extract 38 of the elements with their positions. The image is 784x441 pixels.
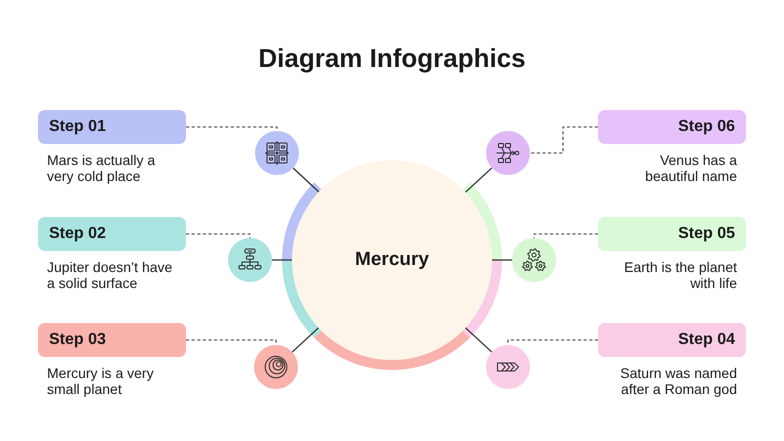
connector-line — [465, 327, 492, 353]
step-header — [598, 110, 746, 144]
dashed-connector — [186, 233, 251, 238]
connector-line — [492, 259, 512, 261]
step-header — [38, 110, 186, 144]
icon-circle — [228, 238, 272, 282]
center-label: Mercury — [354, 248, 430, 272]
step-header — [38, 323, 186, 357]
icon-circle — [486, 345, 530, 389]
step-description: Mars is actually a very cold place — [47, 152, 156, 184]
dashed-connector — [533, 233, 598, 238]
step-description: Jupiter doesn’t have a solid surface — [47, 259, 174, 291]
step-header — [598, 217, 746, 251]
step-title: Step 06 — [678, 117, 735, 137]
step-header — [598, 323, 746, 357]
step-description: Saturn was named after a Roman god — [619, 365, 737, 397]
icon-circle — [486, 131, 530, 175]
step-description: Venus has a beautiful name — [644, 152, 737, 184]
dashed-connector — [186, 126, 278, 131]
connector-line — [292, 327, 319, 353]
dashed-connector — [530, 126, 598, 154]
step-title: Step 02 — [49, 224, 106, 244]
dashed-connector — [186, 339, 277, 345]
step-description: Earth is the planet with life — [623, 259, 737, 291]
step-title: Step 04 — [678, 330, 735, 350]
step-description: Mercury is a very small planet — [47, 365, 155, 397]
icon-circle — [512, 238, 556, 282]
step-title: Step 01 — [49, 117, 106, 137]
connector-line — [272, 259, 292, 261]
connector-line — [292, 168, 320, 192]
icon-circle — [255, 131, 299, 175]
step-header — [38, 217, 186, 251]
icon-circle — [254, 345, 298, 389]
step-title: Step 03 — [49, 330, 106, 350]
title: Diagram Infographics — [257, 42, 527, 74]
dashed-connector — [507, 339, 598, 345]
connector-line — [465, 167, 492, 193]
step-title: Step 05 — [678, 224, 735, 244]
